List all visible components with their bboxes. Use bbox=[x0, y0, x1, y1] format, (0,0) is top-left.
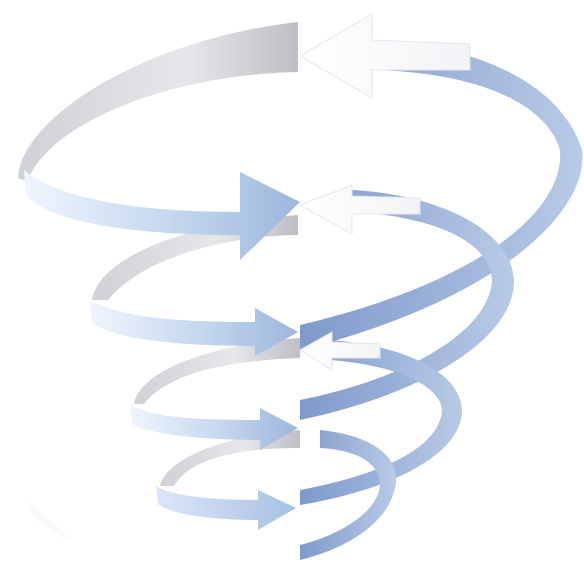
right-ribbons bbox=[300, 40, 582, 560]
reflection bbox=[30, 500, 70, 540]
back-ribbon-3 bbox=[134, 338, 300, 404]
back-ribbon-1 bbox=[18, 22, 298, 182]
white-arrow-1 bbox=[300, 14, 470, 98]
front-arrows bbox=[24, 170, 300, 530]
front-arrow-2 bbox=[90, 300, 298, 356]
front-arrow-4 bbox=[156, 486, 296, 530]
